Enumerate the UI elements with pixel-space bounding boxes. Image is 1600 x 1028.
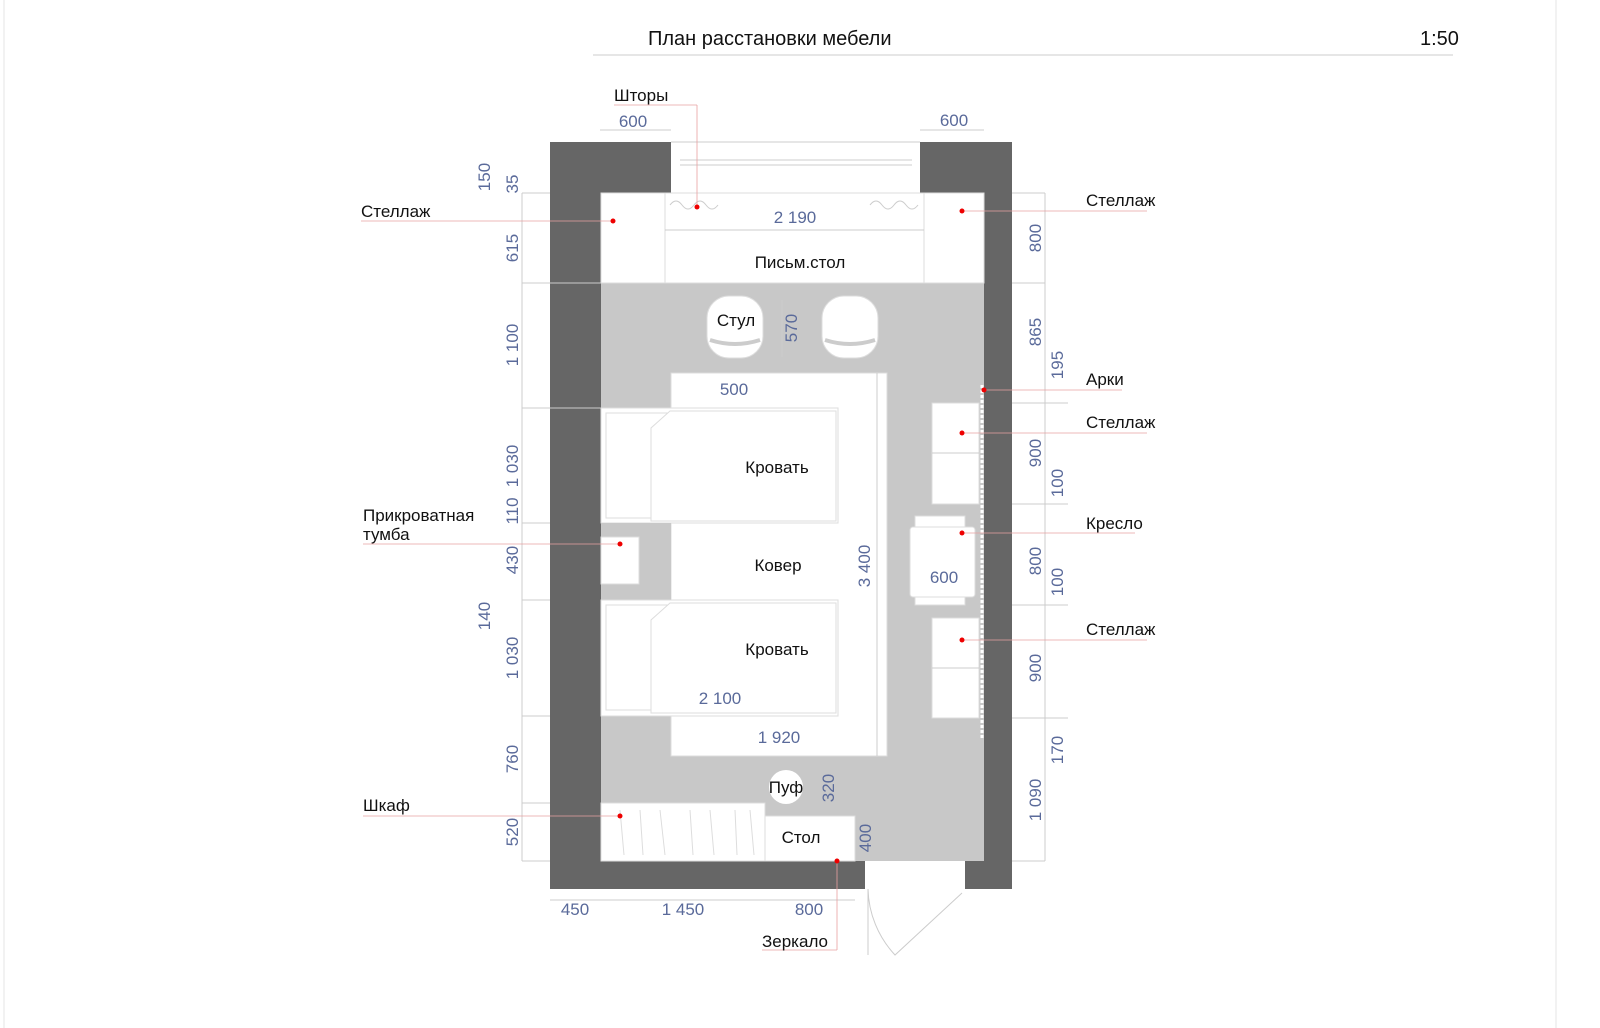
dim-chair-width: 500 bbox=[720, 380, 748, 399]
dim-pouf: 320 bbox=[819, 774, 838, 802]
dim-left: 35 bbox=[503, 175, 522, 194]
dim-right: 170 bbox=[1048, 736, 1067, 764]
table bbox=[764, 815, 856, 862]
dim-desk-width: 2 190 bbox=[774, 208, 817, 227]
dim-left: 140 bbox=[475, 602, 494, 630]
dim-right: 865 bbox=[1026, 318, 1045, 346]
dim-left: 110 bbox=[503, 497, 522, 524]
label-chair: Стул bbox=[717, 311, 755, 330]
dim-bottom-1450: 1 450 bbox=[662, 900, 705, 919]
dim-right: 900 bbox=[1026, 654, 1045, 682]
dim-left: 520 bbox=[503, 818, 522, 846]
label-rug: Ковер bbox=[754, 556, 801, 575]
dim-right: 195 bbox=[1048, 351, 1067, 379]
dim-top-left: 600 bbox=[619, 112, 647, 131]
dim-bed-length: 2 100 bbox=[699, 689, 742, 708]
plan-title: План расстановки мебели bbox=[648, 28, 892, 50]
dim-bottom-450: 450 bbox=[561, 900, 589, 919]
label-shelf-right-2: Стеллаж bbox=[1086, 620, 1156, 639]
shelf-top-left bbox=[600, 192, 666, 284]
shelf-top-right bbox=[923, 192, 985, 284]
dim-rug-width: 1 920 bbox=[758, 728, 801, 747]
dim-right: 800 bbox=[1026, 224, 1045, 252]
left-dimensions: 150 35 615 1 100 1 030 110 430 140 1 030… bbox=[475, 163, 522, 846]
plan-scale: 1:50 bbox=[1420, 28, 1459, 50]
label-mirror: Зеркало bbox=[762, 932, 828, 951]
label-shelf-top-left: Стеллаж bbox=[361, 202, 431, 221]
marker-dots bbox=[610, 204, 987, 864]
door-opening bbox=[865, 860, 965, 890]
dim-right: 900 bbox=[1026, 439, 1045, 467]
dim-left: 760 bbox=[503, 745, 522, 773]
label-wardrobe: Шкаф bbox=[363, 796, 410, 815]
label-armchair: Кресло bbox=[1086, 514, 1143, 533]
dim-right: 100 bbox=[1048, 469, 1067, 497]
dim-armchair-width: 600 bbox=[930, 568, 958, 587]
dim-left: 1 030 bbox=[503, 637, 522, 680]
dim-table-depth: 400 bbox=[856, 824, 875, 852]
dim-bottom-800: 800 bbox=[795, 900, 823, 919]
label-table: Стол bbox=[782, 828, 821, 847]
chair-2 bbox=[821, 295, 879, 359]
curtains bbox=[669, 200, 919, 210]
dim-left: 150 bbox=[475, 163, 494, 191]
label-shelf-top-right: Стеллаж bbox=[1086, 191, 1156, 210]
right-dimensions: 800 865 195 900 100 800 100 900 170 1 09… bbox=[1026, 224, 1067, 821]
label-desk: Письм.стол bbox=[755, 253, 846, 272]
label-bedside-1: Прикроватная bbox=[363, 506, 474, 525]
label-curtains: Шторы bbox=[614, 86, 668, 105]
label-shelf-right-1: Стеллаж bbox=[1086, 413, 1156, 432]
dim-right: 1 090 bbox=[1026, 779, 1045, 822]
door bbox=[867, 888, 963, 956]
dim-top-right: 600 bbox=[940, 111, 968, 130]
label-arches: Арки bbox=[1086, 370, 1124, 389]
dim-left: 1 030 bbox=[503, 445, 522, 488]
label-bed-1: Кровать bbox=[745, 458, 809, 477]
window-opening bbox=[671, 142, 920, 194]
dim-right: 100 bbox=[1048, 568, 1067, 596]
bedside-table bbox=[600, 536, 640, 585]
dim-chair-depth: 570 bbox=[782, 314, 801, 342]
label-pouf: Пуф bbox=[769, 778, 804, 797]
dim-left: 430 bbox=[503, 546, 522, 574]
dim-rug-length: 3 400 bbox=[855, 545, 874, 588]
wardrobe bbox=[600, 802, 766, 862]
dim-left: 1 100 bbox=[503, 324, 522, 367]
dim-right: 800 bbox=[1026, 547, 1045, 575]
pouf bbox=[769, 770, 803, 804]
label-bed-2: Кровать bbox=[745, 640, 809, 659]
label-bedside-2: тумба bbox=[363, 525, 410, 544]
dim-left: 615 bbox=[503, 234, 522, 262]
